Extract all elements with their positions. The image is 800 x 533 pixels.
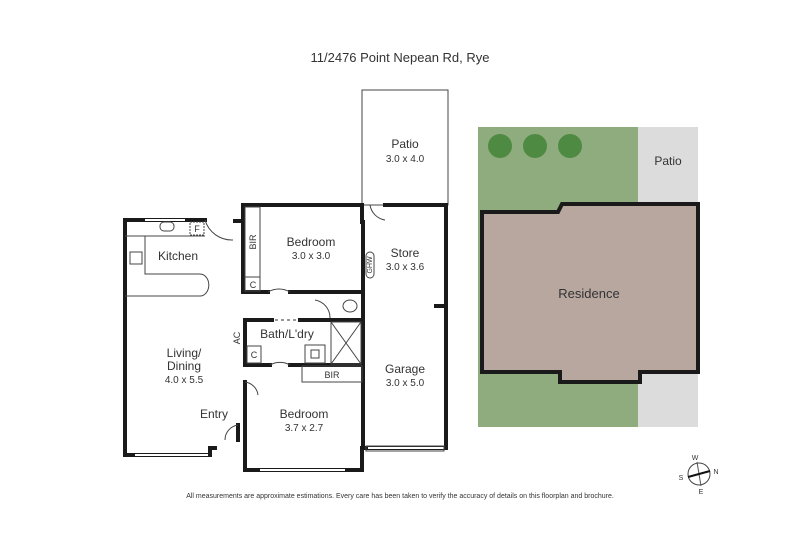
bedroom2-size: 3.7 x 2.7: [285, 423, 324, 434]
shower-cross: [330, 321, 362, 365]
bedroom1-size: 3.0 x 3.0: [292, 251, 331, 262]
site-plan: Patio Residence: [478, 127, 700, 427]
tree-icon: [488, 134, 512, 158]
garage-door-frame: [365, 445, 445, 452]
store-size: 3.0 x 3.6: [386, 262, 425, 273]
garage-size: 3.0 x 5.0: [386, 378, 425, 389]
patio-size: 3.0 x 4.0: [386, 154, 425, 165]
compass-n: N: [713, 469, 718, 476]
site-patio-label: Patio: [654, 154, 682, 168]
bedroom2-label: Bedroom: [280, 407, 329, 421]
tree-icon: [523, 134, 547, 158]
bath-label: Bath/L'dry: [260, 327, 314, 341]
ghw-label: GHW: [367, 256, 374, 274]
kitchen-label: Kitchen: [158, 249, 198, 263]
page-title: 11/2476 Point Nepean Rd, Rye: [311, 50, 490, 65]
living-size: 4.0 x 5.5: [165, 375, 204, 386]
toilet-icon: [342, 299, 358, 313]
ac-label: AC: [232, 331, 242, 344]
bath-bir-label: BIR: [324, 370, 340, 380]
disclaimer: All measurements are approximate estimat…: [186, 493, 614, 500]
living-label-1: Living/: [167, 346, 202, 360]
bir-label: BIR: [248, 234, 258, 250]
washbasin-inner: [310, 349, 320, 359]
site-patio: [638, 127, 698, 209]
compass-icon: W N S E: [679, 455, 719, 496]
store-label: Store: [391, 246, 420, 260]
cupboard-label: C: [250, 280, 257, 290]
fridge-label: F: [194, 224, 200, 234]
residence-label: Residence: [558, 286, 619, 301]
compass-e: E: [699, 489, 704, 496]
compass-w: W: [692, 455, 699, 462]
door-arcs: [204, 204, 386, 441]
patio-label: Patio: [391, 137, 419, 151]
hot-water-unit: [365, 251, 375, 279]
tree-icon: [558, 134, 582, 158]
bath-bir: [301, 365, 363, 383]
cooktop-icon: [129, 251, 143, 265]
residence-footprint: [480, 202, 700, 384]
sink-icon: [159, 221, 175, 232]
washbasin-icon: [304, 344, 326, 364]
site-paving: [638, 372, 698, 427]
bedroom1-label: Bedroom: [287, 235, 336, 249]
bath-cupboard: [246, 345, 262, 364]
entry-label: Entry: [200, 407, 228, 421]
bath-cupboard-label: C: [251, 350, 258, 360]
fridge-icon: [189, 221, 205, 236]
floor-plan: Patio 3.0 x 4.0 F Kitchen BIR C Bedroom …: [123, 89, 449, 472]
living-label-2: Dining: [167, 359, 201, 373]
cupboard: [244, 276, 261, 292]
kitchen-bench: [125, 235, 210, 297]
compass-s: S: [679, 475, 684, 482]
shower: [330, 321, 362, 365]
garage-label: Garage: [385, 362, 425, 376]
